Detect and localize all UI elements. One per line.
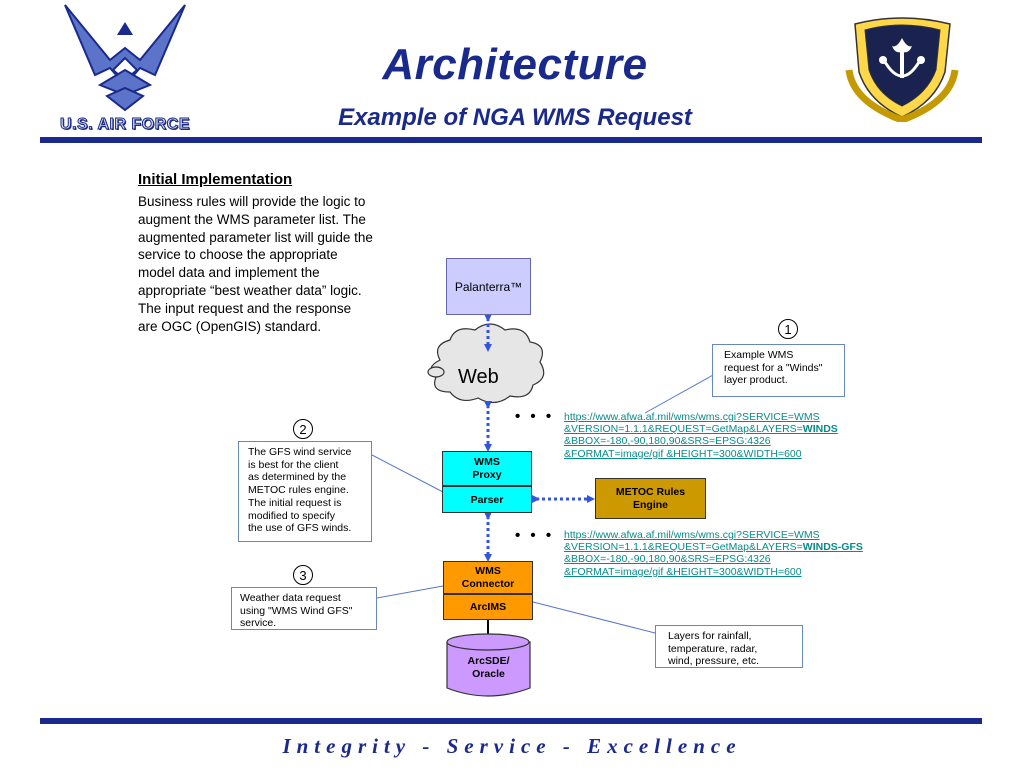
intro-body: Business rules will provide the logic to…	[138, 193, 428, 335]
wms-proxy-box: WMS Proxy	[442, 451, 532, 486]
intro-line: The input request and the response	[138, 300, 352, 316]
intro-line: service to choose the appropriate	[138, 247, 338, 263]
url-line: &BBOX=-180,-90,180,90&SRS=EPSG:4326	[564, 435, 771, 448]
usaf-logo-text: U.S. AIR FORCE	[60, 116, 190, 134]
callout-line: Layers for rainfall,	[668, 630, 752, 642]
url-line: &FORMAT=image/gif &HEIGHT=300&WIDTH=600	[564, 447, 802, 460]
metoc-label: METOC Rules	[615, 485, 686, 498]
callout-gfs-service: The GFS wind service is best for the cli…	[238, 441, 372, 542]
callout-line: the use of GFS winds.	[248, 522, 352, 535]
leader-layers	[532, 601, 656, 634]
footer-motto: Integrity - Service - Excellence	[282, 734, 742, 758]
database-label-line: Oracle	[472, 668, 505, 680]
page-subtitle: Example of NGA WMS Request	[338, 104, 692, 131]
afwa-emblem	[845, 17, 959, 122]
marker-3: 3	[293, 565, 313, 585]
callout-line: request for a "Winds"	[724, 361, 823, 374]
arcims-box: ArcIMS	[443, 594, 533, 620]
marker-1: 1	[778, 319, 798, 339]
palanterra-box: Palanterra™	[446, 258, 531, 315]
intro-line: augment the WMS parameter list. The	[138, 211, 366, 227]
url-line: &FORMAT=image/gif &HEIGHT=300&WIDTH=600	[564, 565, 802, 578]
url-line: &VERSION=1.1.1&REQUEST=GetMap&LAYERS=WIN…	[564, 541, 863, 553]
database-label: ArcSDE/ Oracle	[447, 655, 530, 681]
callout-line: The initial request is	[248, 496, 342, 509]
wms-connector-box: WMS Connector	[443, 561, 533, 594]
callout-line: service.	[240, 617, 277, 630]
url-line: &VERSION=1.1.1&REQUEST=GetMap&LAYERS=WIN…	[564, 423, 838, 435]
url-line: &BBOX=-180,-90,180,90&SRS=EPSG:4326	[564, 553, 771, 566]
url-prefix: &VERSION=1.1.1&REQUEST=GetMap&LAYERS=	[564, 541, 803, 554]
intro-line: appropriate “best weather data” logic.	[138, 282, 362, 298]
callout-line: temperature, radar,	[668, 642, 758, 655]
header-divider	[40, 137, 982, 143]
leader-gfs	[371, 454, 444, 493]
callout-weather-request: Weather data request using "WMS Wind GFS…	[231, 587, 377, 630]
wms-request-url-winds[interactable]: https://www.afwa.af.mil/wms/wms.cgi?SERV…	[564, 411, 838, 460]
url-layer-name: WINDS	[802, 423, 838, 436]
ellipsis: • • •	[515, 527, 555, 544]
usaf-logo	[64, 4, 186, 112]
web-cloud	[427, 323, 545, 404]
wms-request-url-winds-gfs[interactable]: https://www.afwa.af.mil/wms/wms.cgi?SERV…	[564, 529, 863, 578]
callout-line: Example WMS	[724, 349, 794, 361]
callout-line: layer product.	[724, 374, 788, 387]
callout-example-request: Example WMS request for a "Winds" layer …	[712, 344, 845, 397]
page-title: Architecture	[382, 40, 648, 89]
metoc-rules-engine-box: METOC Rules Engine	[595, 478, 706, 519]
database-cylinder	[446, 633, 531, 697]
wms-proxy-label: WMS	[474, 455, 500, 468]
callout-line: METOC rules engine.	[248, 484, 349, 497]
intro-line: augmented parameter list will guide the	[138, 229, 373, 245]
callout-line: is best for the client	[248, 458, 339, 471]
leader-weather	[376, 585, 444, 599]
intro-line: Business rules will provide the logic to	[138, 194, 366, 209]
callout-layers: Layers for rainfall, temperature, radar,…	[655, 625, 803, 668]
callout-line: modified to specify	[248, 509, 335, 522]
wms-connector-label: Connector	[461, 577, 515, 590]
parser-box: Parser	[442, 486, 532, 513]
intro-heading: Initial Implementation	[138, 171, 293, 188]
callout-line: wind, pressure, etc.	[668, 655, 760, 668]
intro-line: model data and implement the	[138, 265, 320, 281]
intro-line: are OGC (OpenGIS) standard.	[138, 318, 322, 334]
callout-line: as determined by the	[248, 471, 347, 484]
web-label: Web	[458, 366, 499, 388]
url-line: https://www.afwa.af.mil/wms/wms.cgi?SERV…	[564, 411, 820, 423]
callout-line: The GFS wind service	[248, 446, 352, 458]
wms-proxy-label: Proxy	[472, 468, 502, 481]
database-label-line: ArcSDE/	[467, 655, 510, 667]
footer-divider	[40, 718, 982, 724]
url-prefix: &VERSION=1.1.1&REQUEST=GetMap&LAYERS=	[564, 423, 803, 436]
wms-connector-label: WMS	[475, 564, 501, 577]
marker-2: 2	[293, 419, 313, 439]
callout-line: Weather data request	[240, 592, 341, 604]
url-layer-name: WINDS-GFS	[802, 541, 863, 554]
callout-line: using "WMS Wind GFS"	[240, 604, 353, 617]
ellipsis: • • •	[515, 408, 555, 425]
url-line: https://www.afwa.af.mil/wms/wms.cgi?SERV…	[564, 529, 820, 541]
metoc-label: Engine	[632, 498, 668, 511]
